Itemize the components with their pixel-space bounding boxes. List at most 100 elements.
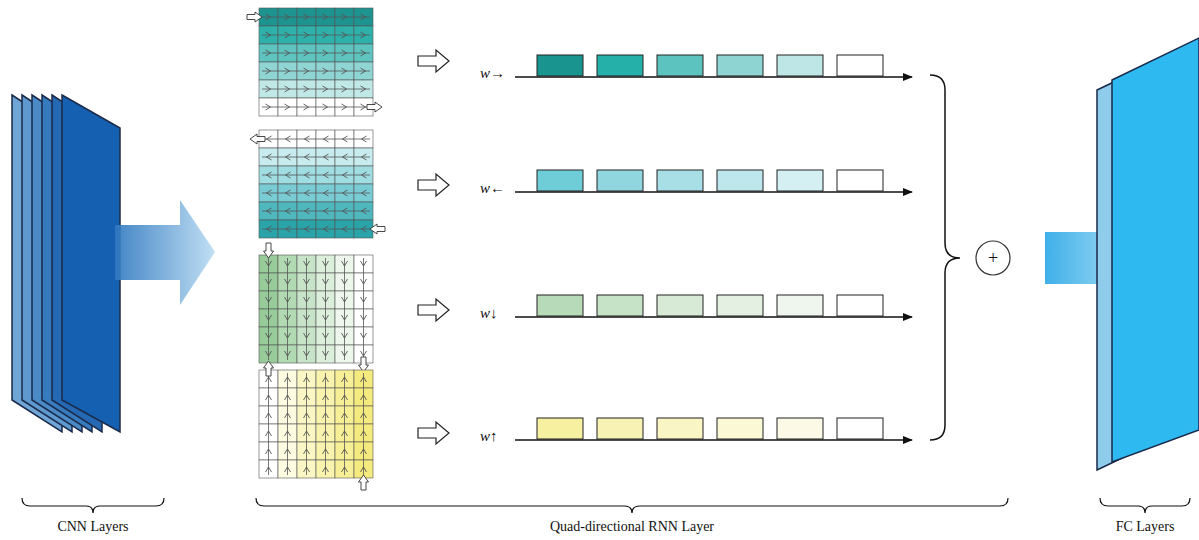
entry-marker [264,243,274,258]
scan-arrowhead [342,431,348,436]
hidden-state [837,418,883,439]
scan-arrowhead [304,467,310,472]
scan-arrowhead [266,86,271,92]
scan-arrowhead [362,226,367,232]
scan-arrowhead [285,104,290,110]
entry-marker [264,361,274,376]
scan-arrowhead [323,413,329,418]
scan-arrowhead [361,351,367,356]
scan-arrowhead [285,68,290,74]
scan-arrowhead [285,395,291,400]
scan-arrowhead [324,136,329,142]
scan-arrowhead [342,68,347,74]
scan-arrowhead [361,14,366,20]
scan-arrowhead [342,449,348,454]
weight-label: w↓ [480,306,498,321]
scan-arrowhead [323,351,329,356]
scan-arrowhead [323,315,329,320]
merge-brace [930,75,960,440]
scan-line [262,35,370,36]
hidden-state [777,55,823,76]
hidden-state [537,55,583,76]
scan-arrowhead [266,431,272,436]
scan-arrowhead [361,395,367,400]
scan-arrowhead [361,333,367,338]
group-braces [22,498,1190,513]
scan-arrowhead [285,279,291,284]
fc-layer-stack [1097,38,1199,470]
scan-arrowhead [323,261,329,266]
scan-arrowhead [342,395,348,400]
scan-arrowhead [267,226,272,232]
scan-arrowhead [304,279,310,284]
scan-arrowhead [323,68,328,74]
group-label: Quad-directional RNN Layer [550,520,714,534]
scan-arrowhead [324,154,329,160]
scan-arrowhead [304,377,310,382]
hidden-state [837,295,883,316]
scan-arrowhead [323,32,328,38]
scan-line [306,258,307,360]
scan-line [344,373,345,475]
scan-line [262,53,370,54]
hidden-state [837,170,883,191]
scan-arrowhead [343,190,348,196]
scan-arrowhead [285,351,291,356]
flow-arrow [115,200,215,305]
scan-arrowhead [343,136,348,142]
group-label: CNN Layers [57,520,128,534]
scan-arrowhead [323,395,329,400]
hidden-state [657,170,703,191]
scan-arrowhead [286,154,291,160]
scan-arrowhead [342,297,348,302]
scan-arrowhead [266,14,271,20]
scan-arrowhead [285,14,290,20]
weight-label: w← [480,181,505,196]
scan-arrowhead [305,190,310,196]
scan-arrowhead [362,190,367,196]
scan-arrowhead [285,431,291,436]
scan-arrowhead [304,14,309,20]
hidden-state [657,418,703,439]
hidden-state [657,295,703,316]
entry-marker [367,102,382,112]
hidden-state [777,295,823,316]
scan-arrowhead [285,413,291,418]
scan-line [287,373,288,475]
weight-label: w→ [480,66,505,81]
scan-arrowhead [361,261,367,266]
scan-arrowhead [266,315,272,320]
scan-arrowhead [343,208,348,214]
scan-arrowhead [343,154,348,160]
scan-arrowhead [362,172,367,178]
scan-arrowhead [362,208,367,214]
scan-arrowhead [285,315,291,320]
scan-arrowhead [324,190,329,196]
scan-line [262,71,370,72]
hidden-state [597,418,643,439]
scan-arrowhead [342,315,348,320]
scan-arrowhead [342,86,347,92]
scan-arrowhead [323,297,329,302]
scan-arrowhead [305,172,310,178]
hidden-state [717,55,763,76]
scan-arrowhead [266,68,271,74]
scan-arrowhead [304,351,310,356]
scan-arrowhead [342,104,347,110]
hidden-state [597,295,643,316]
scan-arrowhead [266,297,272,302]
scan-arrowhead [304,86,309,92]
scan-arrowhead [323,377,329,382]
scan-arrowhead [362,136,367,142]
scan-arrowhead [361,279,367,284]
scan-arrowhead [361,315,367,320]
scan-arrowhead [304,431,310,436]
rnn-sequences [515,55,912,440]
scan-arrowhead [304,333,310,338]
hidden-state [537,170,583,191]
scan-arrowhead [323,333,329,338]
scan-line [363,258,364,360]
scan-arrowhead [343,172,348,178]
scan-arrowhead [342,50,347,56]
